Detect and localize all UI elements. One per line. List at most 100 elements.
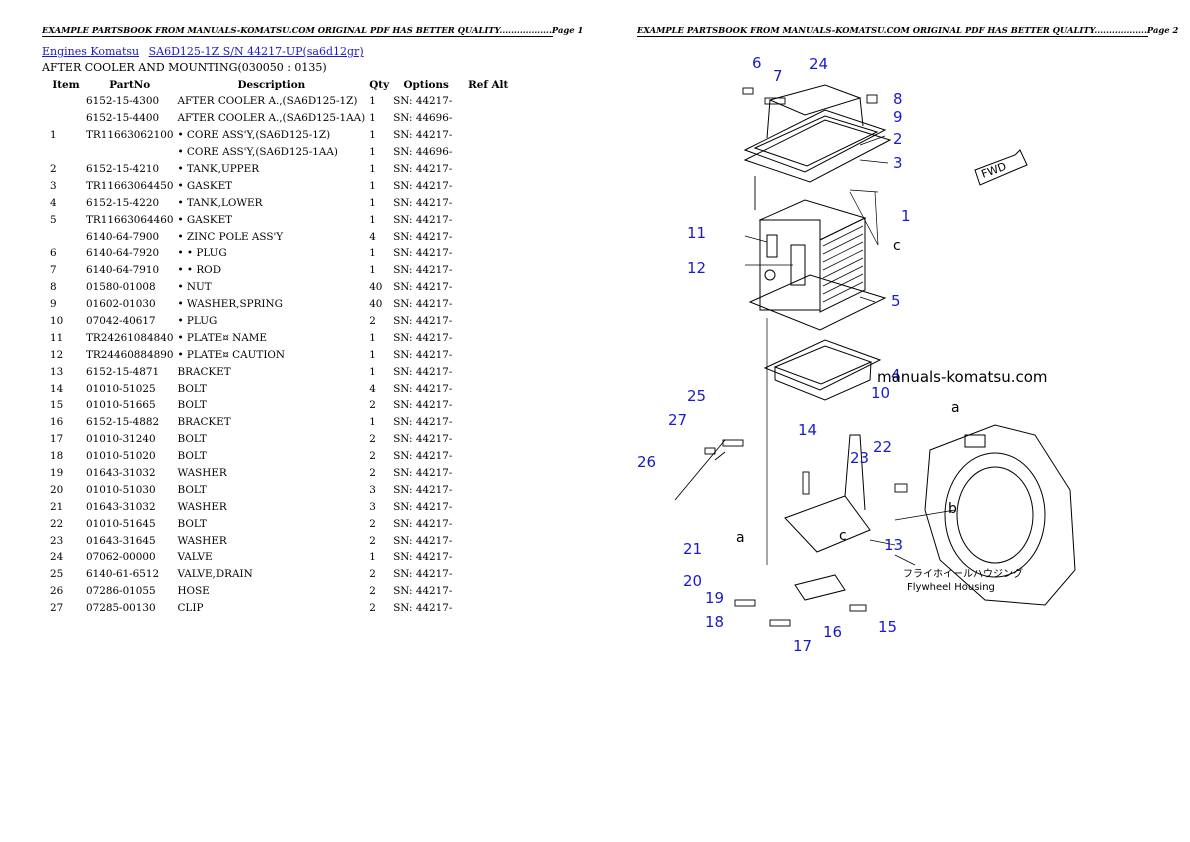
callout-4: 4 bbox=[891, 366, 901, 384]
cell-item: 19 bbox=[50, 467, 64, 480]
cell-ref-alt bbox=[461, 313, 515, 330]
cell-ref-alt bbox=[461, 465, 515, 482]
cell-ref-alt bbox=[461, 296, 515, 313]
cell-options: SN: 44217- bbox=[393, 213, 453, 226]
callout-20: 20 bbox=[683, 572, 702, 590]
ref-c-1: c bbox=[893, 238, 901, 254]
cell-qty: 1 bbox=[369, 112, 376, 125]
cell-item: 10 bbox=[50, 315, 64, 328]
cell-description: BRACKET bbox=[177, 416, 231, 429]
cell-partno: TR11663064460 bbox=[86, 213, 174, 226]
cell-qty: 1 bbox=[369, 416, 376, 429]
breadcrumb-link-model[interactable]: SA6D125-1Z S/N 44217-UP(sa6d12gr) bbox=[148, 45, 364, 58]
callout-16: 16 bbox=[823, 623, 842, 641]
callout-23: 23 bbox=[850, 449, 869, 467]
page-2: EXAMPLE PARTSBOOK FROM MANUALS-KOMATSU.C… bbox=[595, 0, 1190, 842]
cell-options: SN: 44217- bbox=[393, 467, 453, 480]
fwd-arrow-drawing bbox=[974, 149, 1028, 186]
cell-description: BOLT bbox=[177, 450, 207, 463]
cell-partno: 01602-01030 bbox=[86, 298, 156, 311]
cell-item: 24 bbox=[50, 551, 64, 564]
cell-options: SN: 44217- bbox=[393, 315, 453, 328]
cell-ref-alt bbox=[461, 262, 515, 279]
cell-options: SN: 44696- bbox=[393, 146, 453, 159]
cell-qty: 1 bbox=[369, 264, 376, 277]
flywheel-housing-drawing bbox=[924, 424, 1076, 606]
cell-description: • • ROD bbox=[177, 264, 222, 277]
page-header: EXAMPLE PARTSBOOK FROM MANUALS-KOMATSU.C… bbox=[637, 25, 1179, 37]
cell-ref-alt bbox=[461, 448, 515, 465]
cell-ref-alt bbox=[461, 93, 515, 110]
cell-partno: 01643-31032 bbox=[86, 500, 156, 513]
cell-partno: 6140-64-7920 bbox=[86, 247, 160, 260]
cell-partno: 01010-51025 bbox=[86, 382, 156, 395]
callout-1: 1 bbox=[901, 207, 911, 225]
cell-description: • WASHER,SPRING bbox=[177, 298, 283, 311]
cell-description: HOSE bbox=[177, 585, 210, 598]
cell-ref-alt bbox=[461, 583, 515, 600]
cell-partno: 01010-51020 bbox=[86, 450, 156, 463]
cell-ref-alt bbox=[461, 144, 515, 161]
cell-options: SN: 44217- bbox=[393, 483, 453, 496]
cell-partno: 6140-61-6512 bbox=[86, 568, 160, 581]
cell-partno: 01580-01008 bbox=[86, 281, 156, 294]
ref-b-1: b bbox=[948, 501, 957, 517]
cell-partno: 07042-40617 bbox=[86, 315, 156, 328]
cell-description: • TANK,LOWER bbox=[177, 196, 263, 209]
cell-qty: 1 bbox=[369, 551, 376, 564]
cell-description: • ZINC POLE ASS'Y bbox=[177, 230, 284, 243]
cell-item bbox=[42, 144, 84, 161]
callout-25: 25 bbox=[687, 387, 706, 405]
cell-ref-alt bbox=[461, 245, 515, 262]
callout-13: 13 bbox=[884, 536, 903, 554]
cell-qty: 1 bbox=[369, 95, 376, 108]
cell-ref-alt bbox=[461, 566, 515, 583]
callout-18: 18 bbox=[705, 613, 724, 631]
cell-options: SN: 44217- bbox=[393, 95, 453, 108]
cell-qty: 2 bbox=[369, 585, 376, 598]
parts-diagram: 1 2 3 4 5 6 7 8 9 10 11 12 13 14 15 16 1… bbox=[637, 54, 1076, 655]
callout-27: 27 bbox=[668, 411, 687, 429]
cell-qty: 1 bbox=[369, 247, 376, 260]
cell-qty: 2 bbox=[369, 450, 376, 463]
cell-description: BOLT bbox=[177, 517, 207, 530]
cell-ref-alt bbox=[461, 549, 515, 566]
cell-item: 11 bbox=[50, 331, 64, 344]
cell-qty: 4 bbox=[369, 230, 376, 243]
cell-description: • TANK,UPPER bbox=[177, 163, 260, 175]
cell-qty: 2 bbox=[369, 467, 376, 480]
cell-description: • PLATE¤ NAME bbox=[177, 331, 267, 344]
callout-17: 17 bbox=[793, 637, 812, 655]
callout-9: 9 bbox=[893, 108, 903, 126]
cell-item: 9 bbox=[50, 298, 57, 311]
cell-item: 5 bbox=[50, 213, 57, 226]
cell-description: BOLT bbox=[177, 382, 207, 395]
cell-item: 17 bbox=[50, 433, 64, 446]
cell-options: SN: 44217- bbox=[393, 348, 453, 361]
breadcrumb-link-engines[interactable]: Engines Komatsu bbox=[42, 45, 140, 58]
cell-qty: 2 bbox=[369, 433, 376, 446]
cell-item bbox=[42, 93, 84, 110]
housing-label-jp: フライホイールハウジング bbox=[903, 567, 1023, 580]
cell-description: • CORE ASS'Y,(SA6D125-1Z) bbox=[177, 129, 331, 142]
cell-description: AFTER COOLER A.,(SA6D125-1AA) bbox=[177, 112, 366, 125]
header-description: Description bbox=[237, 78, 306, 91]
cell-qty: 1 bbox=[369, 179, 376, 192]
cell-qty: 40 bbox=[369, 298, 383, 311]
cell-options: SN: 44217- bbox=[393, 433, 453, 446]
cell-qty: 2 bbox=[369, 602, 376, 615]
cell-options: SN: 44217- bbox=[393, 517, 453, 530]
cell-partno: 6140-64-7900 bbox=[86, 230, 160, 243]
cell-qty: 3 bbox=[369, 483, 376, 496]
